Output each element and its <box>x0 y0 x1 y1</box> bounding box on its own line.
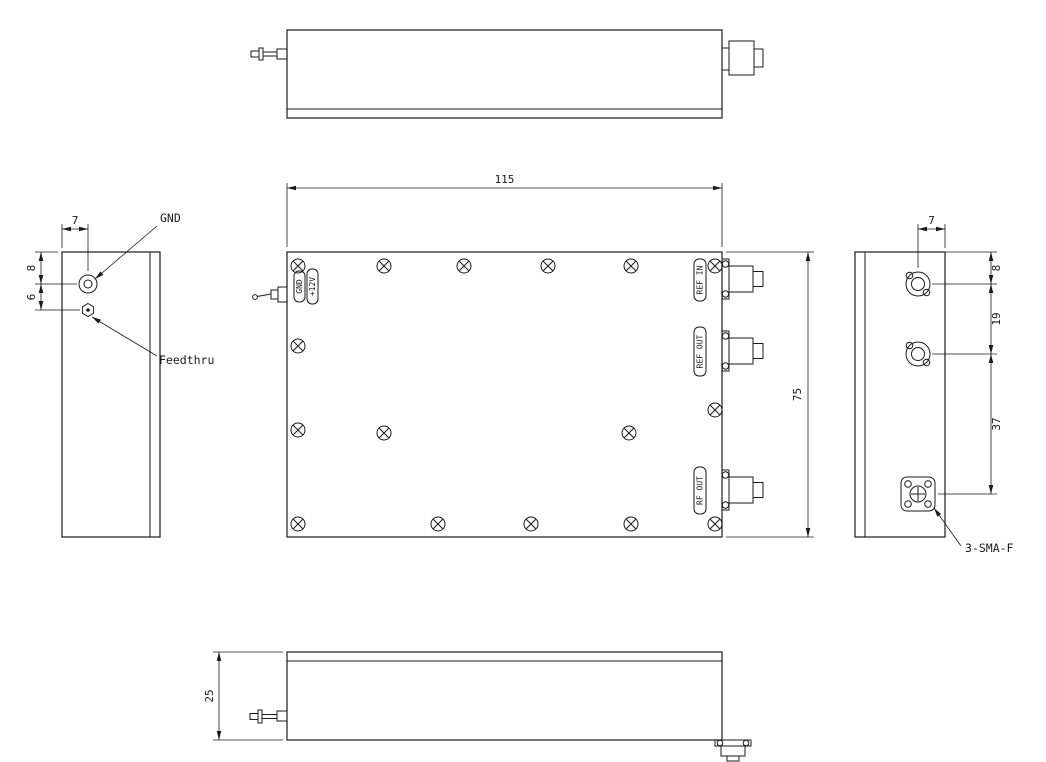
sma-connector-top-view-icon <box>721 40 764 76</box>
screw-icon <box>623 258 639 274</box>
rf-out-tag: RF OUT <box>693 466 707 515</box>
dimension-front-height: 75 <box>726 251 814 538</box>
ref-out-connector-rear-icon <box>905 341 931 367</box>
dim-115-text: 115 <box>495 173 515 186</box>
screw-icon <box>290 516 306 532</box>
ref-out-connector-icon <box>721 330 764 372</box>
dim-7-right-text: 7 <box>928 214 935 227</box>
power-tag: +12V <box>306 268 319 305</box>
sma-label: 3-SMA-F <box>965 541 1014 555</box>
top-view-outline <box>286 29 723 119</box>
screw-icon <box>707 402 723 418</box>
dim-6-left-text: 6 <box>25 294 38 301</box>
dim-19-right-text: 19 <box>990 312 1003 325</box>
front-view-outline <box>286 251 723 538</box>
dimension-left-width: 7 <box>61 214 89 271</box>
screw-icon <box>430 516 446 532</box>
ref-in-connector-rear-icon <box>905 271 931 297</box>
feedthru-leader-line <box>91 316 158 357</box>
screw-icon <box>523 516 539 532</box>
bottom-view-outline <box>286 651 723 741</box>
left-view: GND Feedthru 7 8 6 <box>25 211 214 538</box>
dim-37-right-text: 37 <box>990 417 1003 430</box>
ref-in-tag: REF IN <box>693 258 707 302</box>
gnd-label: GND <box>160 211 181 225</box>
top-view <box>250 29 764 119</box>
screw-icon <box>707 258 723 274</box>
feedthru-label: Feedthru <box>159 353 214 367</box>
sma-callout: 3-SMA-F <box>933 507 1014 555</box>
dim-8-right-text: 8 <box>990 265 1003 272</box>
gnd-tag: GND <box>293 270 306 303</box>
feedthru-icon <box>81 302 95 318</box>
ref-in-connector-icon <box>721 258 764 300</box>
left-view-outline <box>61 251 161 538</box>
screw-icon <box>621 425 637 441</box>
dim-75-text: 75 <box>791 388 804 401</box>
dim-8-left-text: 8 <box>25 265 38 272</box>
screw-icon <box>290 338 306 354</box>
screw-icon <box>623 516 639 532</box>
dim-7-left-text: 7 <box>72 214 79 227</box>
screw-icon <box>707 516 723 532</box>
bottom-view: 25 <box>203 651 752 762</box>
gnd-leader-line <box>94 225 158 280</box>
screw-icon <box>540 258 556 274</box>
front-view: GND +12V REF IN REF OUT RF OUT <box>252 173 814 538</box>
rf-out-tag-text: RF OUT <box>696 476 705 505</box>
right-view-outline <box>854 251 946 538</box>
ref-out-tag: REF OUT <box>693 326 707 377</box>
sma-connector-bottom-view-icon <box>714 739 752 762</box>
sma-flange-connector-icon <box>900 476 936 512</box>
right-view: 7 8 19 37 3-SMA-F <box>854 214 1014 555</box>
toggle-pin-bottom-view-icon <box>249 709 288 724</box>
toggle-pin-top-view-icon <box>250 47 288 61</box>
screw-icon <box>376 258 392 274</box>
feedthru-callout: Feedthru <box>91 316 214 367</box>
dimension-front-width: 115 <box>286 173 723 247</box>
screw-icon <box>376 425 392 441</box>
gnd-lug-icon <box>78 274 98 294</box>
dimension-right-width: 7 <box>917 214 946 268</box>
gnd-tag-text: GND <box>295 279 304 294</box>
dimension-connector-spacing: 8 19 37 <box>932 251 1003 495</box>
screw-icon <box>290 422 306 438</box>
dim-25-text: 25 <box>203 689 216 702</box>
ref-in-tag-text: REF IN <box>696 265 705 294</box>
dimension-bottom-depth: 25 <box>203 651 283 741</box>
dimension-feedthru-offset: 6 <box>25 284 80 311</box>
power-tag-text: +12V <box>308 277 317 296</box>
rf-out-connector-icon <box>721 469 764 511</box>
sma-leader-line <box>933 507 962 547</box>
dimension-gnd-offset: 8 <box>25 251 77 285</box>
screw-icon <box>456 258 472 274</box>
ref-out-tag-text: REF OUT <box>696 334 705 368</box>
gnd-callout: GND <box>94 211 181 280</box>
toggle-switch-icon <box>252 286 288 303</box>
